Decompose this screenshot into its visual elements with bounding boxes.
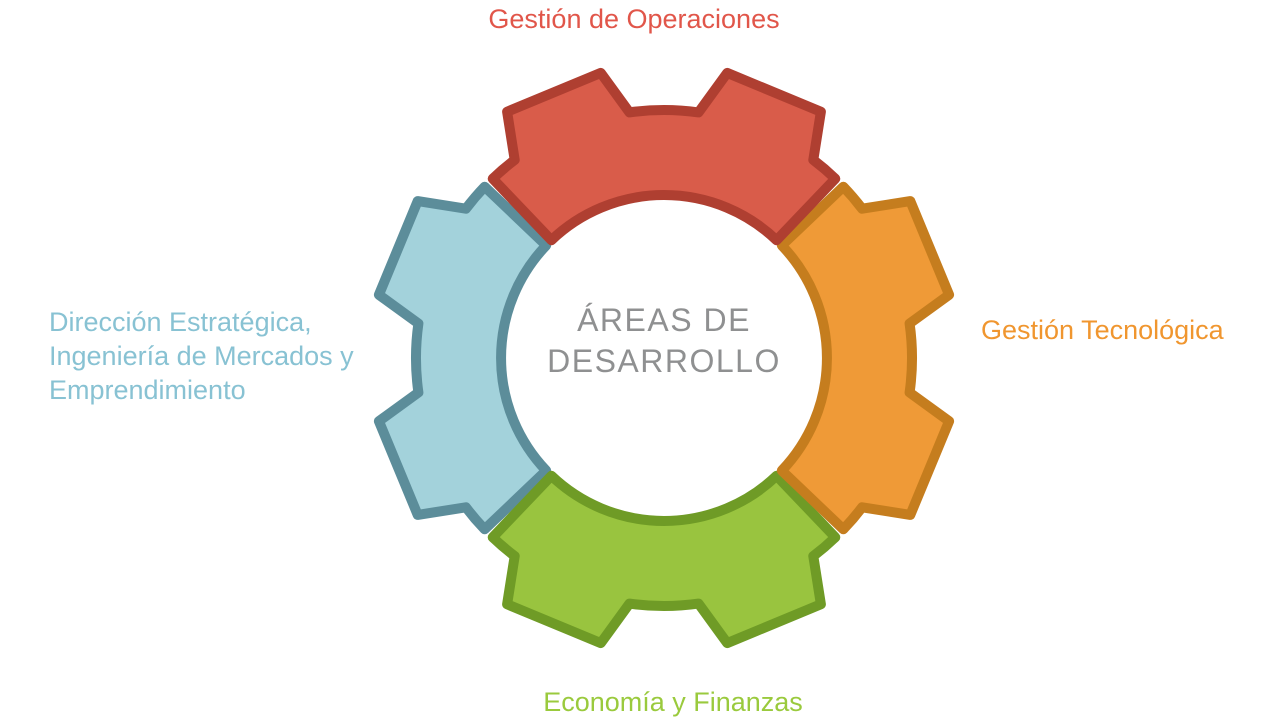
- gear-segment-gestion-operaciones: [487, 67, 841, 246]
- center-title-line-1: ÁREAS DE: [577, 302, 751, 338]
- label-line-2: Ingeniería de Mercados y: [49, 341, 354, 371]
- label-gestion-tecnologica: Gestión Tecnológica: [981, 315, 1224, 345]
- gear-segment-gestion-tecnologica: [776, 181, 955, 535]
- label-line-3: Emprendimiento: [49, 375, 246, 405]
- gear-segment-economia-finanzas: [487, 470, 841, 649]
- diagram-center-title: ÁREAS DE DESARROLLO: [547, 300, 781, 382]
- gear-segment-direccion-estrategica: [373, 181, 552, 535]
- label-gestion-operaciones: Gestión de Operaciones: [488, 4, 780, 34]
- label-line-1: Dirección Estratégica,: [49, 307, 312, 337]
- gear: [373, 67, 955, 649]
- center-title-line-2: DESARROLLO: [547, 343, 781, 379]
- label-economia-finanzas: Economía y Finanzas: [543, 687, 803, 717]
- label-direccion-estrategica: Dirección Estratégica, Ingeniería de Mer…: [49, 305, 354, 407]
